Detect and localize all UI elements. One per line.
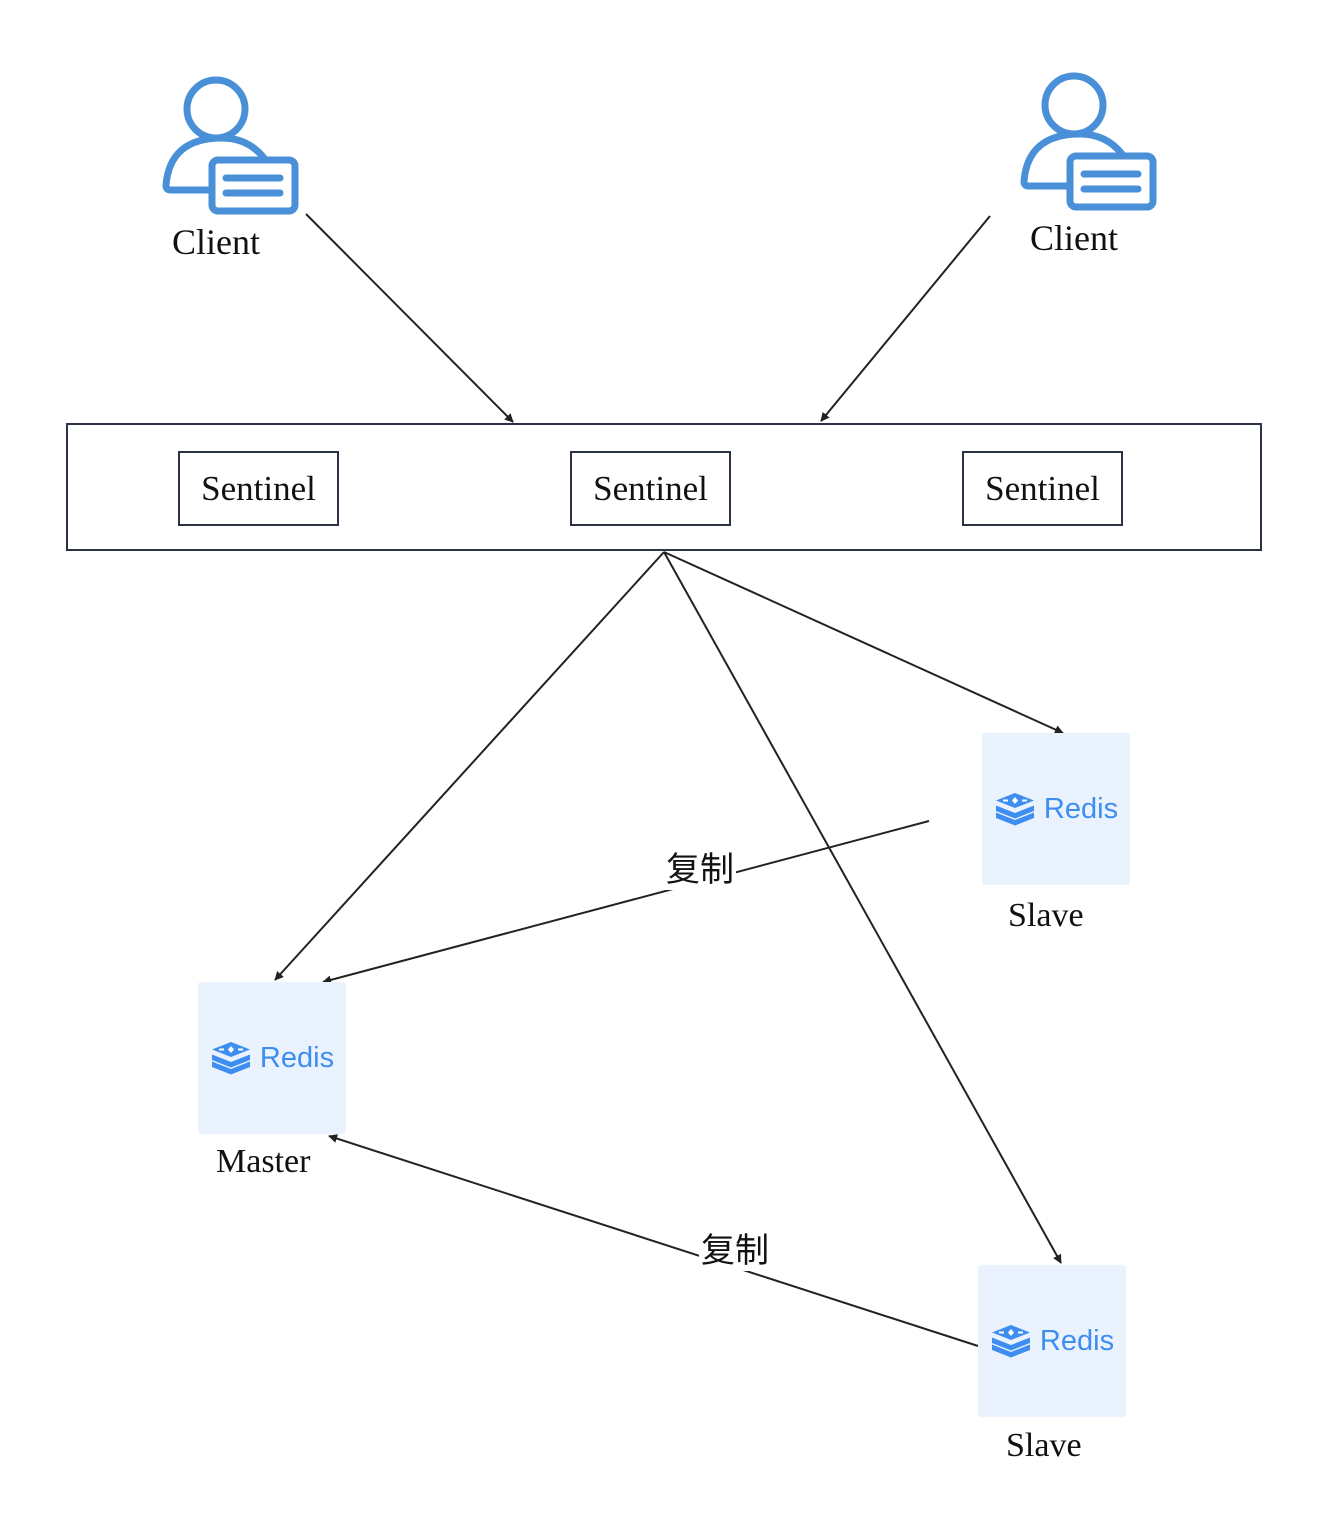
redis-master-node: Redis (198, 982, 346, 1134)
master-label: Master (216, 1143, 311, 1180)
replication-edge-label: 复制 (699, 1231, 771, 1271)
edge-slave-top-to-master (322, 820, 930, 985)
replication-edge-label: 复制 (664, 850, 736, 890)
slave-top-label: Slave (1008, 897, 1084, 934)
redis-brand-text: Redis (1043, 792, 1119, 825)
redis-brand-text: Redis (259, 1041, 335, 1074)
sentinel-label: Sentinel (593, 468, 708, 508)
edge-client-right-to-cluster (820, 215, 991, 422)
slave-bottom-label: Slave (1006, 1427, 1082, 1464)
redis-logo-icon (991, 1325, 1030, 1358)
sentinel-label: Sentinel (985, 468, 1100, 508)
sentinel-node: Sentinel (570, 451, 731, 526)
redis-logo-icon (211, 1042, 250, 1075)
client-label: Client (172, 222, 260, 262)
redis-slave-top-node: Redis (982, 733, 1130, 885)
edge-cluster-to-master (274, 551, 665, 981)
redis-logo-icon (995, 793, 1034, 826)
redis-brand-text: Redis (1039, 1324, 1115, 1357)
client-user-icon (162, 76, 299, 215)
client-user-icon (1020, 72, 1157, 211)
sentinel-label: Sentinel (201, 468, 316, 508)
edge-cluster-to-slave-bottom (663, 551, 1062, 1264)
redis-slave-bottom-node: Redis (978, 1265, 1126, 1417)
sentinel-node: Sentinel (178, 451, 339, 526)
sentinel-node: Sentinel (962, 451, 1123, 526)
edge-slave-bottom-to-master (328, 1134, 979, 1347)
edge-cluster-to-slave-top (663, 551, 1064, 734)
edge-client-left-to-cluster (305, 213, 514, 423)
client-label: Client (1030, 218, 1118, 258)
